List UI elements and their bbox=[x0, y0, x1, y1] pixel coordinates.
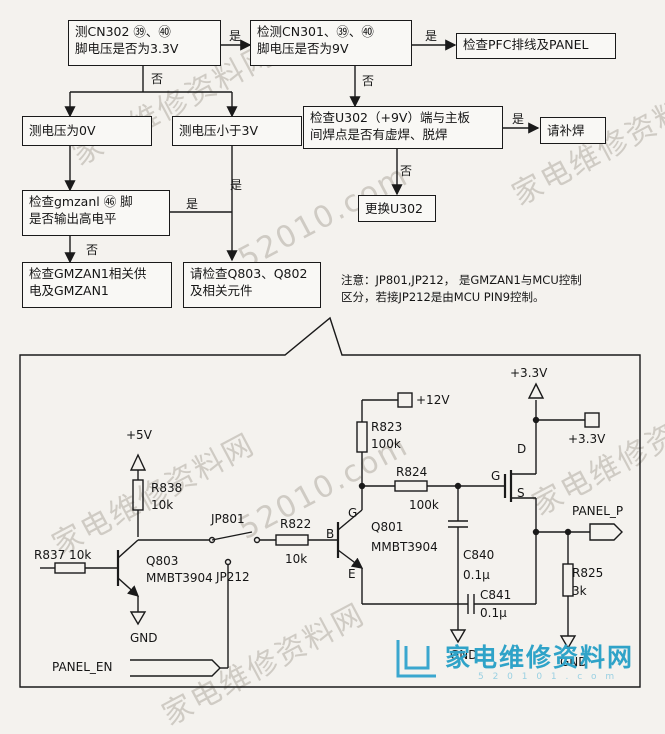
v5-label: +5V bbox=[126, 428, 152, 442]
under-3v-box: 测电压小于3V bbox=[172, 116, 302, 146]
site-logo-url: 5 2 0 1 0 1 . c o m bbox=[478, 672, 618, 682]
r838-value: 10k bbox=[151, 498, 174, 512]
r823-value: 100k bbox=[371, 437, 401, 451]
yes-label: 是 bbox=[512, 112, 525, 126]
check-q803-box: 请检查Q803、Q802 及相关元件 bbox=[183, 262, 321, 308]
gnd-label: GND bbox=[130, 631, 158, 645]
r824-label: R824 bbox=[396, 465, 428, 479]
box-line: 间焊点是否有虚焊、脱焊 bbox=[310, 127, 448, 142]
q803-part: MMBT3904 bbox=[146, 571, 213, 585]
no-label: 否 bbox=[362, 74, 375, 88]
q801-label: Q801 bbox=[371, 520, 404, 534]
replace-u302-box: 更换U302 bbox=[358, 195, 436, 222]
r838-label: R838 bbox=[151, 481, 183, 495]
panel-p-label: PANEL_P bbox=[572, 504, 624, 518]
check-pfc-box: 检查PFC排线及PANEL bbox=[456, 33, 616, 59]
pin-s-label: S bbox=[517, 486, 525, 500]
jp212-label: JP212 bbox=[216, 570, 250, 584]
no-label: 否 bbox=[151, 72, 164, 86]
box-line: 测CN302 ㊴、㊵ bbox=[75, 24, 171, 39]
no-label: 否 bbox=[400, 164, 413, 178]
note-line: 注意：JP801,JP212， 是GMZAN1与MCU控制 bbox=[341, 273, 582, 287]
yes-label: 是 bbox=[425, 29, 438, 43]
zero-volt-box: 测电压为0V bbox=[22, 116, 152, 146]
box-line: 检查gmzanl ㊻ 脚 bbox=[29, 194, 133, 209]
diagram-lines bbox=[19, 39, 641, 688]
box-line: 请检查Q803、Q802 bbox=[190, 266, 308, 281]
c840-label: C840 bbox=[463, 548, 495, 562]
yes-label: 是 bbox=[229, 29, 242, 43]
box-line: 及相关元件 bbox=[190, 283, 253, 298]
box-line: 脚电压是否为9V bbox=[257, 41, 349, 56]
pin-b-label: B bbox=[326, 527, 335, 541]
no-label: 否 bbox=[86, 243, 99, 257]
box-line: 检查GMZAN1相关供 bbox=[29, 266, 147, 281]
yes-label: 是 bbox=[186, 197, 199, 211]
c841-label: C841 bbox=[480, 588, 512, 602]
box-line: 是否输出高电平 bbox=[29, 211, 117, 226]
gnd-label: GND bbox=[450, 648, 478, 662]
site-logo-icon bbox=[396, 640, 436, 678]
r822-label: R822 bbox=[280, 517, 312, 531]
r837-label: R837 10k bbox=[34, 548, 92, 562]
pin-d-label: D bbox=[517, 442, 527, 456]
yes-label: 是 bbox=[230, 178, 243, 192]
q801-part: MMBT3904 bbox=[371, 540, 438, 554]
check-gmzan1-box: 检查GMZAN1相关供 电及GMZAN1 bbox=[22, 262, 172, 308]
r825-label: R825 bbox=[572, 566, 604, 580]
c840-value: 0.1μ bbox=[463, 568, 490, 582]
pin-g-label: G bbox=[348, 506, 358, 520]
r824-value: 100k bbox=[409, 498, 439, 512]
v33-right-label: +3.3V bbox=[568, 432, 606, 446]
note-line: 区分，若接JP212是由MCU PIN9控制。 bbox=[341, 290, 545, 304]
panel-en-label: PANEL_EN bbox=[52, 660, 113, 674]
r822-value: 10k bbox=[285, 552, 308, 566]
check-cn302-box: 测CN302 ㊴、㊵ 脚电压是否为3.3V bbox=[68, 20, 221, 66]
box-line: 脚电压是否为3.3V bbox=[75, 41, 179, 56]
box-line: 电及GMZAN1 bbox=[29, 283, 109, 298]
q803-label: Q803 bbox=[146, 554, 179, 568]
r825-value: 3k bbox=[572, 584, 587, 598]
v33-top-label: +3.3V bbox=[510, 366, 548, 380]
resolder-box: 请补焊 bbox=[540, 117, 606, 144]
pin-g2-label: G bbox=[491, 469, 501, 483]
site-logo-text: 家电维修资料网 bbox=[445, 643, 635, 672]
gnd-label: GND bbox=[560, 655, 588, 669]
check-u302-box: 检查U302（+9V）端与主板 间焊点是否有虚焊、脱焊 bbox=[303, 106, 503, 149]
pin-e-label: E bbox=[348, 567, 356, 581]
jp801-label: JP801 bbox=[211, 512, 245, 526]
note-text: 注意：JP801,JP212， 是GMZAN1与MCU控制 区分，若接JP212… bbox=[341, 272, 582, 306]
check-gmzanl-box: 检查gmzanl ㊻ 脚 是否输出高电平 bbox=[22, 190, 170, 236]
c841-value: 0.1μ bbox=[480, 606, 507, 620]
box-line: 检测CN301、㊴、㊵ bbox=[257, 24, 374, 39]
r823-label: R823 bbox=[371, 420, 403, 434]
v12-label: +12V bbox=[416, 393, 450, 407]
box-line: 检查U302（+9V）端与主板 bbox=[310, 110, 470, 125]
check-cn301-box: 检测CN301、㊴、㊵ 脚电压是否为9V bbox=[250, 20, 412, 66]
